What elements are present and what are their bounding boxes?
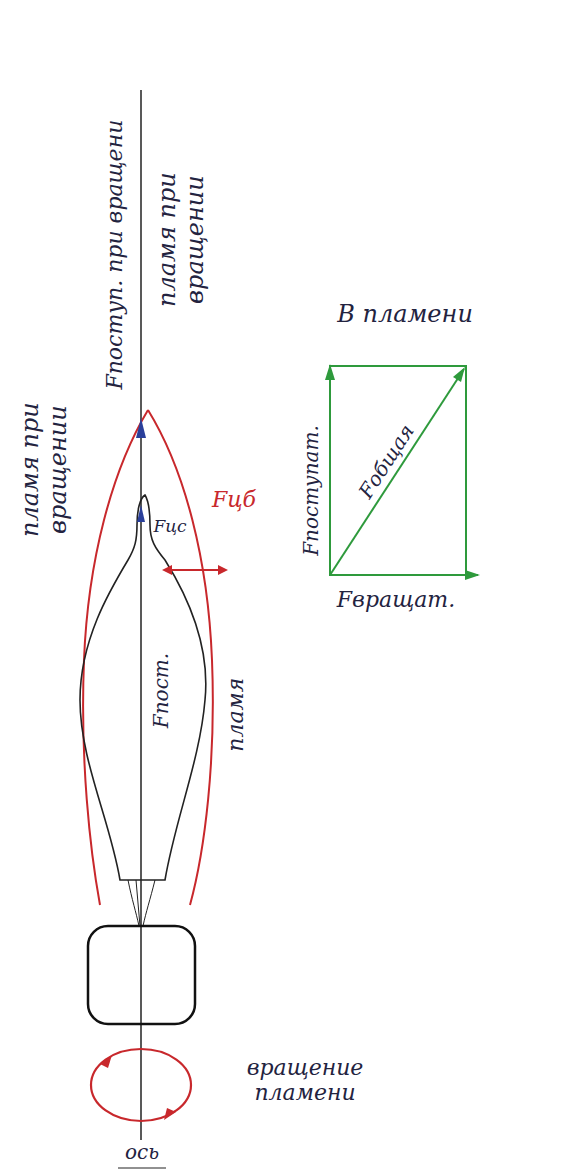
text-label: Fцс: [150, 517, 190, 537]
text-label: вращение пламени: [195, 1055, 415, 1106]
text-label: Fцб: [204, 487, 264, 512]
flame-outline: [80, 495, 206, 880]
text-label: пламя при вращении: [17, 345, 72, 595]
arrow-head: [162, 565, 172, 575]
underline: [118, 1168, 166, 1169]
rotating-flame-outline: [83, 410, 213, 905]
axis-line: [140, 90, 142, 1140]
text-label: пламя при вращении: [154, 120, 209, 360]
text-label: Fпоступат.: [300, 405, 323, 575]
arrow-head: [136, 418, 146, 438]
arrow-head: [100, 1055, 112, 1068]
arrow-head: [164, 1108, 176, 1120]
candle-body: [88, 926, 195, 1024]
arrow-head: [218, 565, 228, 575]
text-label: ось: [112, 1141, 172, 1164]
text-label: В пламени: [320, 301, 490, 329]
text-label: Fобщая: [353, 418, 420, 504]
force-rectangle: [330, 366, 466, 575]
centrifugal-arrow: [165, 569, 225, 571]
text-label: пламя: [223, 655, 248, 775]
resultant-line: [330, 369, 464, 575]
text-label: Fвращат.: [326, 587, 466, 612]
text-label: Fпоступ. при вращени: [102, 90, 127, 420]
wick: [128, 880, 155, 926]
arrow-head: [453, 367, 465, 382]
rotation-circle: [91, 1049, 191, 1121]
arrow-head: [465, 570, 480, 580]
text-label: Fпост.: [150, 640, 173, 740]
arrow-head: [325, 364, 335, 380]
arrow-head: [137, 505, 145, 522]
